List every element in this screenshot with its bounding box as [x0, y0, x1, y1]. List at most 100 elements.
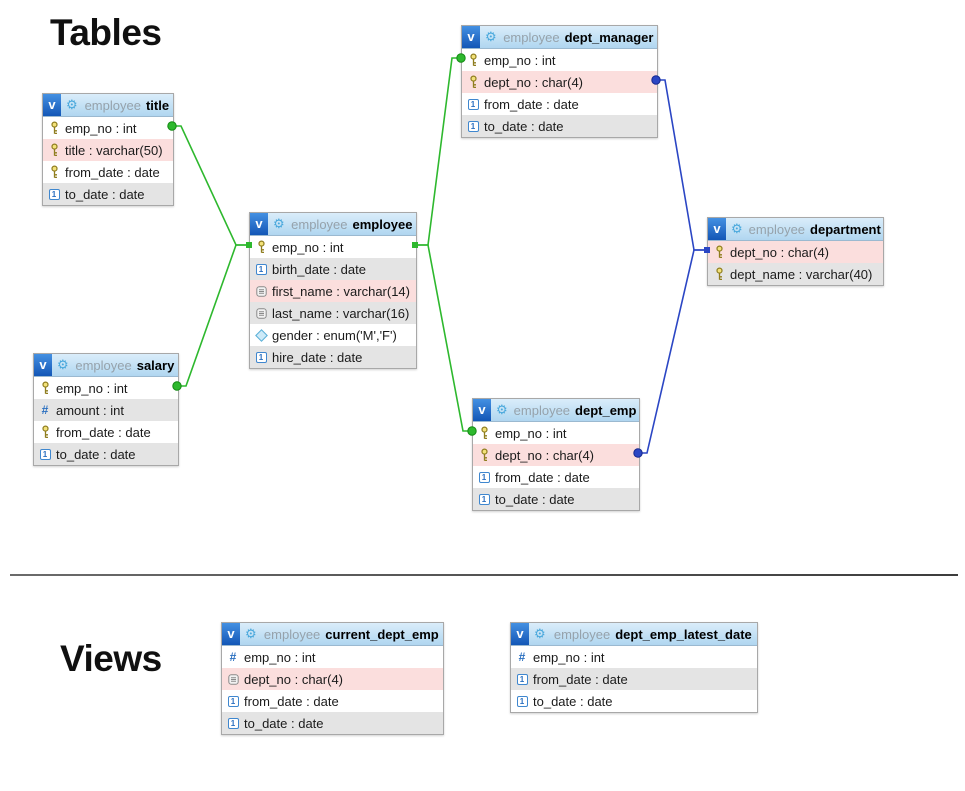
column-label: emp_no : int [272, 239, 344, 255]
enum-icon [254, 328, 268, 342]
column-label: to_date : date [533, 693, 613, 709]
key-icon [712, 245, 726, 259]
gear-icon: ⚙ [496, 402, 508, 417]
column-row[interactable]: from_date : date [43, 161, 173, 183]
date-icon: 1 [254, 263, 268, 275]
column-label: first_name : varchar(14) [272, 283, 410, 299]
column-row[interactable]: gender : enum('M','F') [250, 324, 416, 346]
table-badge-icon[interactable]: v [250, 213, 268, 235]
key-icon [47, 165, 61, 179]
table-badge-icon[interactable]: v [708, 218, 726, 240]
column-row[interactable]: dept_name : varchar(40) [708, 263, 883, 285]
relation-line-dept_emp-employee [415, 244, 472, 432]
column-label: from_date : date [533, 671, 628, 687]
table-badge-icon[interactable]: v [222, 623, 240, 645]
gear-icon: ⚙ [66, 97, 78, 112]
column-row[interactable]: from_date : date [34, 421, 178, 443]
key-icon [477, 426, 491, 440]
table-name: dept_emp [575, 402, 637, 418]
date-icon: 1 [226, 717, 240, 729]
column-label: dept_name : varchar(40) [730, 266, 873, 282]
schema-label: employee [263, 626, 321, 642]
table-name: dept_emp_latest_date [615, 626, 752, 642]
table-badge-icon[interactable]: v [511, 623, 529, 645]
column-label: hire_date : date [272, 349, 363, 365]
column-row[interactable]: emp_no : int [43, 117, 173, 139]
column-row[interactable]: emp_no : int [250, 236, 416, 258]
column-row[interactable]: dept_no : char(4) [462, 71, 657, 93]
date-icon: 1 [515, 673, 529, 685]
column-label: to_date : date [56, 446, 136, 462]
table-badge-icon[interactable]: v [43, 94, 61, 116]
column-row[interactable]: emp_no : int [462, 49, 657, 71]
column-row[interactable]: #amount : int [34, 399, 178, 421]
relation-line-title-employee [172, 125, 249, 246]
column-row[interactable]: last_name : varchar(16) [250, 302, 416, 324]
column-row[interactable]: first_name : varchar(14) [250, 280, 416, 302]
table-badge-icon[interactable]: v [34, 354, 52, 376]
column-row[interactable]: dept_no : char(4) [708, 241, 883, 263]
table-name: title [145, 97, 170, 113]
column-label: to_date : date [495, 491, 575, 507]
schema-label: employee [503, 29, 560, 45]
column-label: emp_no : int [484, 52, 556, 68]
relation-line-dept_emp-department [638, 249, 707, 454]
gear-icon: ⚙ [485, 29, 497, 44]
column-label: from_date : date [484, 96, 579, 112]
text-icon [226, 673, 240, 685]
column-row[interactable]: title : varchar(50) [43, 139, 173, 161]
table-name: department [810, 221, 881, 237]
column-label: dept_no : char(4) [484, 74, 584, 90]
table-badge-icon[interactable]: v [462, 26, 480, 48]
column-row[interactable]: 1 from_date : date [511, 668, 757, 690]
int-icon: # [229, 650, 237, 664]
key-icon [712, 267, 726, 281]
key-icon [466, 53, 480, 67]
key-icon [47, 121, 61, 135]
column-label: emp_no : int [65, 120, 137, 136]
relation-line-dept_manager-department [656, 79, 707, 251]
column-row[interactable]: emp_no : int [473, 422, 639, 444]
date-icon: 1 [477, 471, 491, 483]
schema-label: employee [75, 357, 132, 373]
column-row[interactable]: dept_no : char(4) [473, 444, 639, 466]
column-row[interactable]: dept_no : char(4) [222, 668, 443, 690]
column-row[interactable]: #emp_no : int [511, 646, 757, 668]
table-badge-icon[interactable]: v [473, 399, 491, 421]
column-row[interactable]: #emp_no : int [222, 646, 443, 668]
column-row[interactable]: emp_no : int [34, 377, 178, 399]
column-label: title : varchar(50) [65, 142, 163, 158]
table-name: dept_manager [564, 29, 654, 45]
table-name: current_dept_emp [325, 626, 439, 642]
